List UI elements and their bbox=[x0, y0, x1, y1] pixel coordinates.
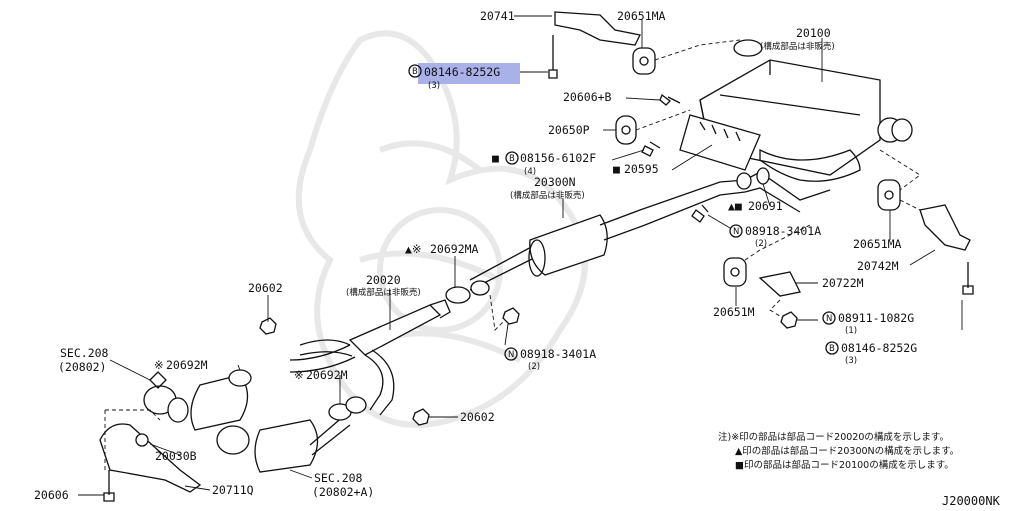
bracket-20741[interactable] bbox=[554, 11, 641, 46]
mark-20691: ▲■ bbox=[728, 199, 742, 213]
label-20020-note: (構成部品は非販売) bbox=[346, 287, 421, 298]
label-20595[interactable]: 20595 bbox=[624, 162, 659, 176]
label-08911-qty: (1) bbox=[845, 326, 857, 336]
gasket-20691[interactable] bbox=[756, 167, 770, 185]
label-sec208-bottom-ref: (20802+A) bbox=[312, 485, 374, 499]
note-line-2: ▲印の部品は部品コード20300Nの構成を示します。 bbox=[735, 445, 959, 457]
mount-rubber-20651MA-top[interactable] bbox=[632, 47, 656, 75]
leader-lines bbox=[78, 15, 963, 496]
watermark-emblem bbox=[295, 30, 588, 428]
bracket-20722M[interactable] bbox=[758, 271, 801, 297]
catalyst-left[interactable] bbox=[143, 374, 249, 431]
circle-mark-B-08156: B bbox=[509, 154, 515, 164]
label-20651M[interactable]: 20651M bbox=[713, 305, 755, 319]
label-20602-bottom[interactable]: 20602 bbox=[460, 410, 495, 424]
mark-20692MA: ▲※ bbox=[405, 242, 422, 256]
installation-lines bbox=[104, 39, 921, 470]
label-20100[interactable]: 20100 bbox=[796, 26, 831, 40]
label-20692MA[interactable]: 20692MA bbox=[430, 242, 479, 256]
label-20651MA-right[interactable]: 20651MA bbox=[853, 237, 902, 251]
label-08918-right-qty: (2) bbox=[755, 239, 767, 249]
label-08146-8252G-right[interactable]: 08146-8252G bbox=[841, 341, 917, 355]
label-08156-qty: (4) bbox=[524, 167, 536, 177]
label-sec208-top-ref: (20802) bbox=[58, 360, 106, 374]
circle-mark-N-mid: N bbox=[508, 350, 514, 360]
mark-20595: ■ bbox=[613, 162, 620, 176]
mount-rubber-20651MA-right[interactable] bbox=[877, 179, 901, 211]
gasket-20692MA[interactable] bbox=[445, 286, 471, 304]
label-20692M-mid[interactable]: 20692M bbox=[306, 368, 348, 382]
label-20606B[interactable]: 20606+B bbox=[563, 90, 612, 104]
label-20742M[interactable]: 20742M bbox=[857, 259, 899, 273]
label-sec208-bottom[interactable]: SEC.208 bbox=[314, 471, 363, 485]
bolts bbox=[103, 35, 974, 502]
front-pipe-20020[interactable] bbox=[289, 299, 451, 416]
mark-08156: ■ bbox=[492, 151, 499, 165]
label-20711Q[interactable]: 20711Q bbox=[212, 483, 254, 497]
label-20100-note: (構成部品は非販売) bbox=[760, 41, 835, 52]
label-08911-1082G[interactable]: 08911-1082G bbox=[838, 311, 914, 325]
circle-mark-N-08911: N bbox=[826, 314, 832, 324]
sensor-20030B bbox=[149, 371, 167, 389]
bracket-20742M[interactable] bbox=[919, 204, 971, 251]
label-08918-3401A-mid[interactable]: 08918-3401A bbox=[520, 347, 596, 361]
label-20651MA-top[interactable]: 20651MA bbox=[617, 9, 666, 23]
heat-shield-20595[interactable] bbox=[679, 114, 761, 171]
label-sec208-top[interactable]: SEC.208 bbox=[60, 346, 109, 360]
label-08146-right-qty: (3) bbox=[845, 356, 857, 366]
note-line-3: ■印の部品は部品コード20100の構成を示します。 bbox=[735, 459, 954, 471]
label-08146-8252G-top[interactable]: 08146-8252G bbox=[424, 65, 500, 79]
highlight-08146-top bbox=[418, 63, 520, 84]
label-08918-3401A-right[interactable]: 08918-3401A bbox=[745, 224, 821, 238]
note-line-1: 注)※印の部品は部品コード20020の構成を示します。 bbox=[718, 431, 949, 443]
circle-mark-B-top: B bbox=[412, 67, 418, 77]
label-20722M[interactable]: 20722M bbox=[822, 276, 864, 290]
label-08146-top-qty: (3) bbox=[428, 81, 440, 91]
label-20650P[interactable]: 20650P bbox=[548, 123, 590, 137]
label-20741[interactable]: 20741 bbox=[480, 9, 515, 23]
mark-20692M-left: ※ bbox=[154, 358, 164, 372]
label-20606[interactable]: 20606 bbox=[34, 488, 69, 502]
circle-mark-N-right: N bbox=[733, 227, 739, 237]
gasket-20692M-left[interactable] bbox=[228, 369, 252, 387]
catalyst-right[interactable] bbox=[216, 414, 351, 473]
label-20691[interactable]: 20691 bbox=[748, 199, 783, 213]
label-08156-6102F[interactable]: 08156-6102F bbox=[520, 151, 596, 165]
center-pipe-20300N[interactable] bbox=[469, 171, 831, 291]
label-20602-top[interactable]: 20602 bbox=[248, 281, 283, 295]
label-08918-mid-qty: (2) bbox=[528, 362, 540, 372]
label-20300N-note: (構成部品は非販売) bbox=[510, 190, 585, 201]
label-20030B[interactable]: 20030B bbox=[155, 449, 197, 463]
label-20300N[interactable]: 20300N bbox=[534, 175, 576, 189]
circle-mark-B-right: B bbox=[829, 344, 835, 354]
diagram-code: J20000NK bbox=[942, 494, 1001, 508]
mount-rubber-20651M[interactable] bbox=[723, 257, 747, 287]
label-20020[interactable]: 20020 bbox=[366, 273, 401, 287]
mount-rubber-20650P[interactable] bbox=[615, 115, 637, 145]
label-20692M-left[interactable]: 20692M bbox=[166, 358, 208, 372]
mark-20692M-mid: ※ bbox=[294, 368, 304, 382]
